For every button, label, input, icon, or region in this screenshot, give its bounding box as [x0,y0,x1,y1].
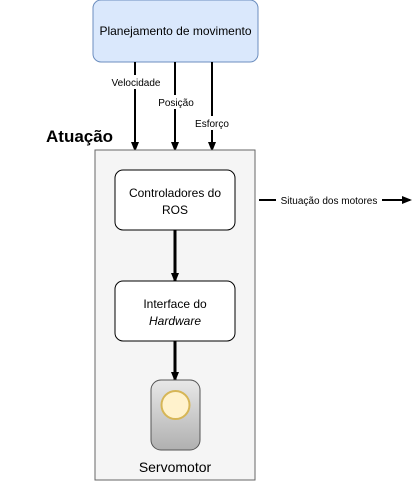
hardware-interface-label-line2: Hardware [149,314,201,328]
velocity-label: Velocidade [112,78,161,89]
hardware-interface-box [114,280,236,342]
motor-status-label: Situação dos motores [281,196,378,207]
position-label: Posição [158,98,194,109]
effort-label: Esforço [195,119,229,130]
ros-controllers-label-line2: ROS [162,203,188,217]
servomotor-label: Servomotor [139,459,212,475]
actuation-title: Atuação [46,127,113,146]
servomotor-shaft-icon [160,390,191,420]
ros-controllers-label-line1: Controladores do [129,186,221,200]
ros-controllers-box [114,169,236,231]
hardware-interface-label-line1: Interface do [143,297,207,311]
planning-label: Planejamento de movimento [99,24,251,38]
